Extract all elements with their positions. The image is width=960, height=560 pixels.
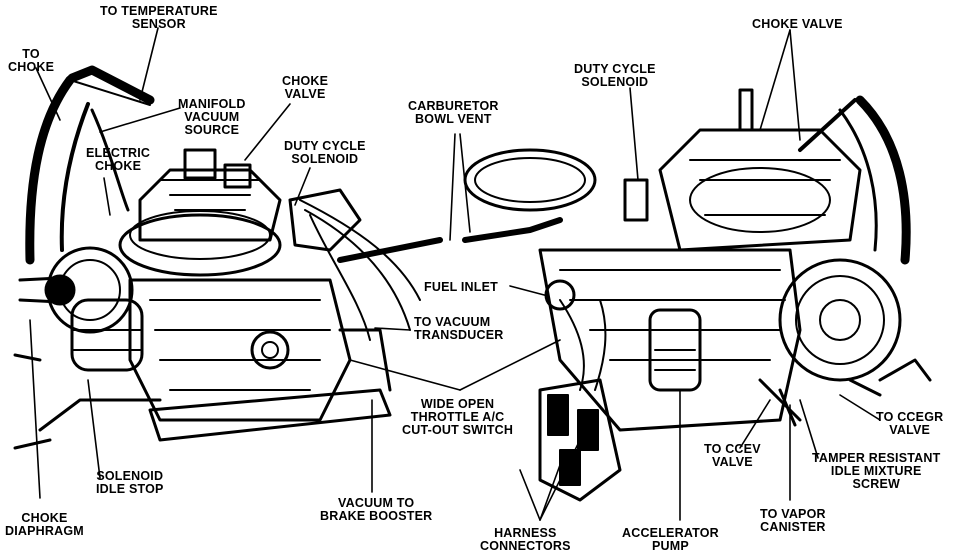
label-fuel-inlet: FUEL INLET — [424, 280, 498, 294]
label-choke-valve-right: CHOKE VALVE — [752, 17, 843, 31]
right-carburetor — [462, 88, 932, 502]
left-carburetor — [13, 65, 443, 450]
leader-lines — [29, 27, 881, 521]
